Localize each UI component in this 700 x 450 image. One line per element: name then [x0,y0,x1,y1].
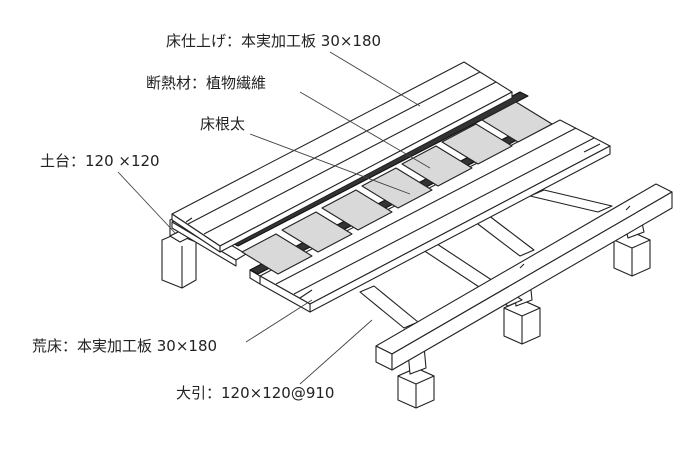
foundation-post-front [397,367,435,409]
finish-floor-planks [171,61,513,253]
label-finish-floor: 床仕上げ：本実加工板 30×180 [166,32,382,50]
label-insulation: 断熱材：植物繊維 [146,74,267,92]
foundation-post-left [161,233,197,289]
insulation-panels [241,101,553,275]
label-beam: 大引：120×120@910 [176,384,335,402]
foundation-post-middle [503,299,541,345]
label-joist: 床根太 [200,115,246,133]
leader-lines [117,51,431,385]
front-beam [375,183,673,371]
label-subfloor: 荒床：本実加工板 30×180 [32,337,218,355]
label-sill: 土台：120 ×120 [40,152,160,170]
